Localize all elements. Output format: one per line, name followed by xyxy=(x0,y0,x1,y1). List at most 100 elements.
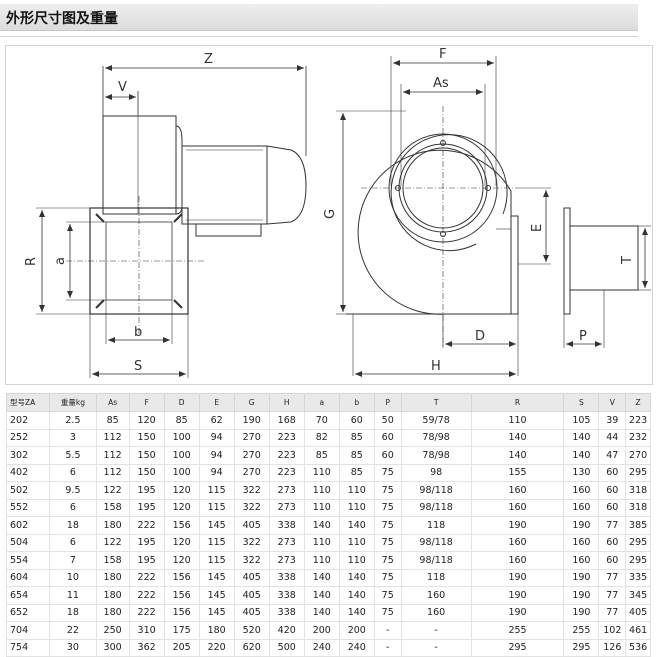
table-cell: 322 xyxy=(233,498,270,517)
table-cell: 252 xyxy=(5,428,51,447)
table-cell: 160 xyxy=(470,498,565,517)
table-cell: 120 xyxy=(128,411,165,430)
table-cell: 112 xyxy=(95,463,130,482)
table-cell: 18 xyxy=(49,516,97,535)
table-cell: 145 xyxy=(198,516,235,535)
table-cell: 270 xyxy=(233,428,270,447)
table-cell: 50 xyxy=(373,411,402,430)
table-cell: 110 xyxy=(470,411,565,430)
table-cell: 554 xyxy=(5,551,51,570)
table-cell: 345 xyxy=(625,586,651,605)
column-header: As xyxy=(95,393,130,412)
table-cell: 190 xyxy=(563,516,600,535)
table-cell: 122 xyxy=(95,481,130,500)
table-cell: 60 xyxy=(598,481,627,500)
table-cell: 190 xyxy=(563,568,600,587)
table-cell: 85 xyxy=(338,428,375,447)
table-cell: 652 xyxy=(5,603,51,622)
table-cell: 115 xyxy=(198,498,235,517)
dim-label-b: b xyxy=(134,325,142,340)
table-cell: 158 xyxy=(95,498,130,517)
table-cell: 7 xyxy=(49,551,97,570)
dim-label-g: G xyxy=(323,209,338,219)
table-cell: 155 xyxy=(470,463,565,482)
table-cell: 120 xyxy=(163,498,200,517)
table-cell: 75 xyxy=(373,516,402,535)
table-cell: 39 xyxy=(598,411,627,430)
table-cell: 75 xyxy=(373,586,402,605)
table-cell: 220 xyxy=(198,638,235,657)
table-cell: 500 xyxy=(268,638,305,657)
table-cell: 94 xyxy=(198,428,235,447)
table-cell: 158 xyxy=(95,551,130,570)
table-cell: 190 xyxy=(233,411,270,430)
table-cell: 461 xyxy=(625,621,651,640)
table-cell: 168 xyxy=(268,411,305,430)
table-cell: 120 xyxy=(163,481,200,500)
table-cell: 338 xyxy=(268,586,305,605)
table-cell: 180 xyxy=(95,568,130,587)
table-cell: 502 xyxy=(5,481,51,500)
table-cell: 160 xyxy=(470,481,565,500)
table-cell: 75 xyxy=(373,551,402,570)
table-cell: 180 xyxy=(198,621,235,640)
table-cell: 604 xyxy=(5,568,51,587)
table-cell: 273 xyxy=(268,551,305,570)
dim-label-s: S xyxy=(134,359,142,374)
table-cell: 654 xyxy=(5,586,51,605)
column-header: F xyxy=(128,393,165,412)
table-cell: 255 xyxy=(470,621,565,640)
table-cell: 60 xyxy=(598,533,627,552)
table-cell: 536 xyxy=(625,638,651,657)
table-cell: 250 xyxy=(95,621,130,640)
table-cell: 130 xyxy=(563,463,600,482)
table-cell: 295 xyxy=(625,551,651,570)
table-cell: 223 xyxy=(268,446,305,465)
table-cell: 6 xyxy=(49,498,97,517)
dim-label-h: H xyxy=(431,359,441,374)
table-cell: 202 xyxy=(5,411,51,430)
dim-label-z: Z xyxy=(204,52,213,67)
table-cell: 175 xyxy=(163,621,200,640)
table-cell: 85 xyxy=(338,446,375,465)
table-cell: 98/118 xyxy=(400,551,472,570)
table-cell: 300 xyxy=(95,638,130,657)
table-cell: 180 xyxy=(95,603,130,622)
table-cell: 5.5 xyxy=(49,446,97,465)
table-cell: 75 xyxy=(373,568,402,587)
table-cell: 190 xyxy=(563,603,600,622)
table-cell: 222 xyxy=(128,586,165,605)
table-cell: 77 xyxy=(598,516,627,535)
table-cell: 150 xyxy=(128,428,165,447)
table-cell: 240 xyxy=(338,638,375,657)
column-header: V xyxy=(598,393,627,412)
column-header: H xyxy=(268,393,305,412)
table-cell: 156 xyxy=(163,586,200,605)
table-cell: - xyxy=(373,638,402,657)
section-title-bar: 外形尺寸图及重量 xyxy=(0,4,638,31)
table-cell: 115 xyxy=(198,481,235,500)
table-cell: 222 xyxy=(128,516,165,535)
table-cell: 232 xyxy=(625,428,651,447)
table-cell: 110 xyxy=(303,533,340,552)
table-cell: 322 xyxy=(233,481,270,500)
table-cell: 75 xyxy=(373,533,402,552)
dim-label-p: P xyxy=(579,329,587,344)
table-cell: 140 xyxy=(303,516,340,535)
table-cell: 62 xyxy=(198,411,235,430)
table-cell: 273 xyxy=(268,481,305,500)
table-cell: 140 xyxy=(470,446,565,465)
table-cell: 30 xyxy=(49,638,97,657)
dim-label-a: a xyxy=(53,257,68,265)
column-header: S xyxy=(563,393,600,412)
table-cell: 3 xyxy=(49,428,97,447)
table-cell: 338 xyxy=(268,516,305,535)
table-cell: 60 xyxy=(373,428,402,447)
table-cell: 160 xyxy=(470,533,565,552)
